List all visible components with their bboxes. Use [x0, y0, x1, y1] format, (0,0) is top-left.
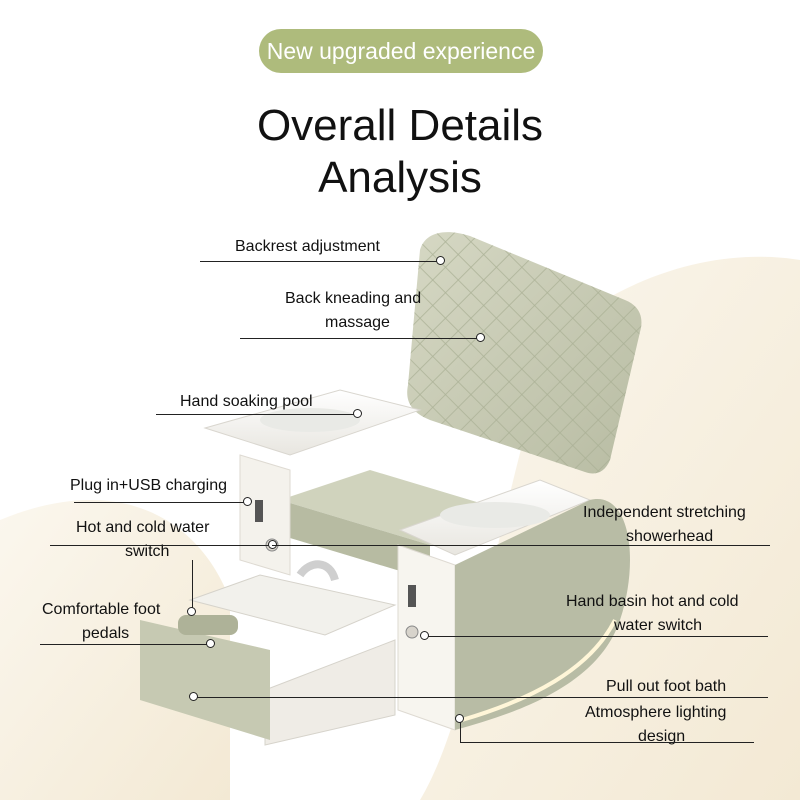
- usb-port-panel: [255, 500, 263, 522]
- leader-lighting-vertical: [460, 718, 461, 742]
- label-hand-basin-switch-2: water switch: [614, 617, 703, 634]
- leader-plug-usb: [74, 502, 246, 503]
- right-basin: [440, 502, 550, 528]
- marker-hand-soaking-pool: [353, 409, 362, 418]
- label-pull-out-foot-bath: Pull out foot bath: [606, 678, 727, 695]
- upgrade-badge: New upgraded experience: [259, 29, 543, 73]
- label-lighting-2: design: [638, 728, 686, 745]
- label-plug-usb-charging: Plug in+USB charging: [70, 477, 227, 494]
- leader-back-kneading: [240, 338, 480, 339]
- right-side-panel: [455, 499, 630, 730]
- leader-hot-cold-switch: [50, 545, 272, 546]
- label-backrest-adjustment: Backrest adjustment: [235, 238, 380, 255]
- marker-pull-out-foot-bath: [189, 692, 198, 701]
- leader-hand-basin-switch: [424, 636, 768, 637]
- marker-hand-basin-switch: [420, 631, 429, 640]
- label-showerhead-1: Independent stretching: [583, 504, 746, 521]
- leader-pull-out-foot-bath: [194, 697, 768, 698]
- foot-pedal: [178, 615, 238, 635]
- page-title-line-2: Analysis: [318, 153, 482, 202]
- leader-foot-pedals-vertical: [192, 560, 193, 612]
- background-swoosh: [0, 499, 230, 800]
- foot-bath-body: [264, 639, 396, 746]
- label-lighting-1: Atmosphere lighting: [585, 704, 727, 721]
- marker-backrest: [436, 256, 445, 265]
- label-showerhead-2: showerhead: [626, 528, 714, 545]
- water-switch-right: [405, 625, 419, 639]
- leader-showerhead: [272, 545, 770, 546]
- marker-foot-pedal-upper: [187, 607, 196, 616]
- faucet-spout: [296, 560, 339, 582]
- label-hand-basin-switch-1: Hand basin hot and cold: [566, 593, 739, 610]
- label-back-kneading-2: massage: [325, 314, 390, 331]
- marker-back-kneading: [476, 333, 485, 342]
- backrest-quilting: [407, 232, 642, 474]
- right-control-panel: [408, 585, 416, 607]
- leader-lighting: [460, 742, 754, 743]
- left-armrest-body: [239, 454, 291, 576]
- marker-hot-cold-switch: [268, 540, 277, 549]
- leader-hand-soaking-pool: [156, 414, 356, 415]
- marker-plug-usb: [243, 497, 252, 506]
- label-hot-cold-switch-1: Hot and cold water: [76, 519, 210, 536]
- label-back-kneading-1: Back kneading and: [285, 290, 422, 307]
- marker-lighting: [455, 714, 464, 723]
- leader-foot-pedals: [40, 644, 210, 645]
- chair-seat-front: [280, 500, 430, 580]
- foot-bath-top: [188, 574, 397, 636]
- label-foot-pedals-1: Comfortable foot: [42, 601, 161, 618]
- foot-pedal-panel: [140, 620, 270, 740]
- leader-backrest: [200, 261, 440, 262]
- marker-foot-pedals: [206, 639, 215, 648]
- label-hand-soaking-pool: Hand soaking pool: [180, 393, 313, 410]
- label-hot-cold-switch-2: switch: [125, 543, 170, 560]
- page-title-line-1: Overall Details: [256, 101, 544, 150]
- label-foot-pedals-2: pedals: [82, 625, 130, 642]
